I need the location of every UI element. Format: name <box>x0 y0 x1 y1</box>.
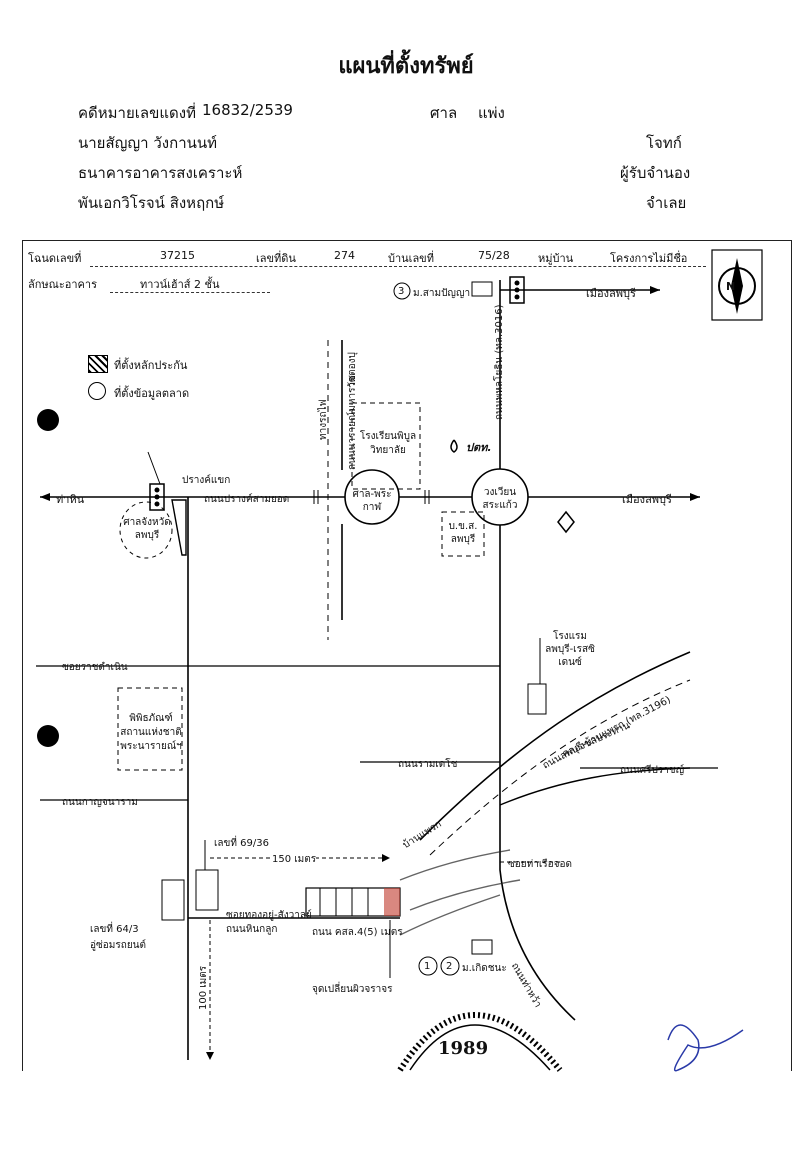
road-prang: ถนนปรางค์สามยอด <box>204 494 290 505</box>
building-value: ทาวน์เฮ้าส์ 2 ชั้น <box>140 278 220 291</box>
village-value: โครงการไม่มีชื่อ <box>610 252 688 265</box>
house-label: บ้านเลขที่ <box>388 252 434 265</box>
mortgagee-name: ธนาคารอาคารสงเคราะห์ <box>78 164 243 182</box>
map-frame <box>22 240 792 1071</box>
to-lopburi-top: เมืองลพบุรี <box>586 287 636 300</box>
house-64-3: เลขที่ 64/3 <box>90 924 139 935</box>
bks-station: บ.ข.ส. ลพบุรี <box>448 521 478 545</box>
legend-collateral: ที่ตั้งหลักประกัน <box>114 359 188 372</box>
case-number: 16832/2539 <box>202 101 293 119</box>
market-circle-icon <box>88 382 106 400</box>
plaintiff-name: นายสัญญา วังกานนท์ <box>78 134 218 152</box>
market-12-label: ม.เกิดชนะ <box>462 963 507 974</box>
traffic-circle: วงเวียนสระแก้ว <box>482 487 518 511</box>
to-thahin: ท่าหิน <box>56 493 85 506</box>
land-label: เลขที่ดิน <box>256 252 296 265</box>
soi-tongyu: ซอยทองอยู่-สังวาลย์ <box>226 910 312 921</box>
court-name: แพ่ง <box>478 104 505 122</box>
info-underline-1 <box>90 266 706 267</box>
road-kanyanaram: ถนนกาญจนาราม <box>62 797 138 808</box>
house-value: 75/28 <box>478 249 510 262</box>
mortgagee-role: ผู้รับจำนอง <box>620 164 691 182</box>
road-watkhong: วัดตองปุ <box>347 352 358 388</box>
plaintiff-role: โจทก์ <box>646 134 682 152</box>
school: โรงเรียนพิบูลวิทยาลัย <box>359 431 417 456</box>
museum: พิพิธภัณฑ์สถานแห่งชาติพระนารายณ์ฯ <box>120 713 182 752</box>
distance-150: 150 เมตร <box>272 852 317 867</box>
market-2-number: 2 <box>446 961 453 972</box>
shrine: ศาล-พระกาฬ <box>352 489 392 513</box>
to-lopburi-mid: เมืองลพบุรี <box>622 493 672 506</box>
house-69-36: เลขที่ 69/36 <box>214 838 269 849</box>
ptt-label: ปตท. <box>466 441 492 454</box>
case-number-label: คดีหมายเลขแดงที่ <box>78 104 196 122</box>
deed-label: โฉนดเลขที่ <box>28 252 82 265</box>
punch-hole-top <box>37 409 59 431</box>
road-sriprachya: ถนนศรีปราชญ์ <box>620 765 685 776</box>
road-phahon: ถนนพหลโยธิน (ทล.3016) <box>494 304 505 420</box>
deed-value: 37215 <box>160 249 195 262</box>
provincial-court: ศาลจังหวัดลพบุรี <box>123 517 171 541</box>
market-3-label: ม.สามปัญญา <box>413 288 471 299</box>
compass-n: N <box>726 280 736 293</box>
hotel: โรงแรมลพบุรี-เรสซิเดนซ์ <box>545 631 595 668</box>
legend-market: ที่ตั้งข้อมูลตลาด <box>114 387 190 400</box>
stamp-year: 1989 <box>438 1038 489 1059</box>
road-hinkluk: ถนนหินกลูก <box>226 924 278 935</box>
building-label: ลักษณะอาคาร <box>28 278 97 291</box>
market-1-number: 1 <box>424 961 431 972</box>
defendant-role: จำเลย <box>646 194 687 212</box>
garage: อู่ซ่อมรถยนต์ <box>90 940 147 951</box>
compass-needle <box>731 258 743 314</box>
punch-hole-bottom <box>37 725 59 747</box>
collateral-hatch-icon <box>88 355 108 373</box>
road-narai: ถนนนารายณ์มหาราช <box>347 375 358 470</box>
road-kl: ถนน คสล.4(5) เมตร <box>312 927 403 938</box>
soi-tharuea: ซอยท่าเรือจอด <box>508 859 573 870</box>
prang-junction: ปรางค์แขก <box>182 475 231 486</box>
village-label: หมู่บ้าน <box>538 252 574 265</box>
road-ramdecho: ถนนรามเดโช <box>398 759 458 770</box>
defendant-name: พันเอกวิโรจน์ สิงหฤกษ์ <box>78 194 225 212</box>
compass-box <box>711 249 763 321</box>
court-label: ศาล <box>430 104 458 122</box>
land-value: 274 <box>334 249 355 262</box>
distance-100: 100 เมตร <box>198 965 209 1010</box>
soi-ratchadamnoen: ซอยราชดำเนิน <box>62 662 128 673</box>
info-underline-2 <box>110 292 270 293</box>
market-3-number: 3 <box>398 286 405 297</box>
turn-point: จุดเปลี่ยนผิวจราจร <box>312 984 393 995</box>
railway-label: ทางรถไฟ <box>318 399 329 440</box>
page-title: แผนที่ตั้งทรัพย์ <box>338 54 474 79</box>
collateral-plot-marker <box>384 888 400 916</box>
